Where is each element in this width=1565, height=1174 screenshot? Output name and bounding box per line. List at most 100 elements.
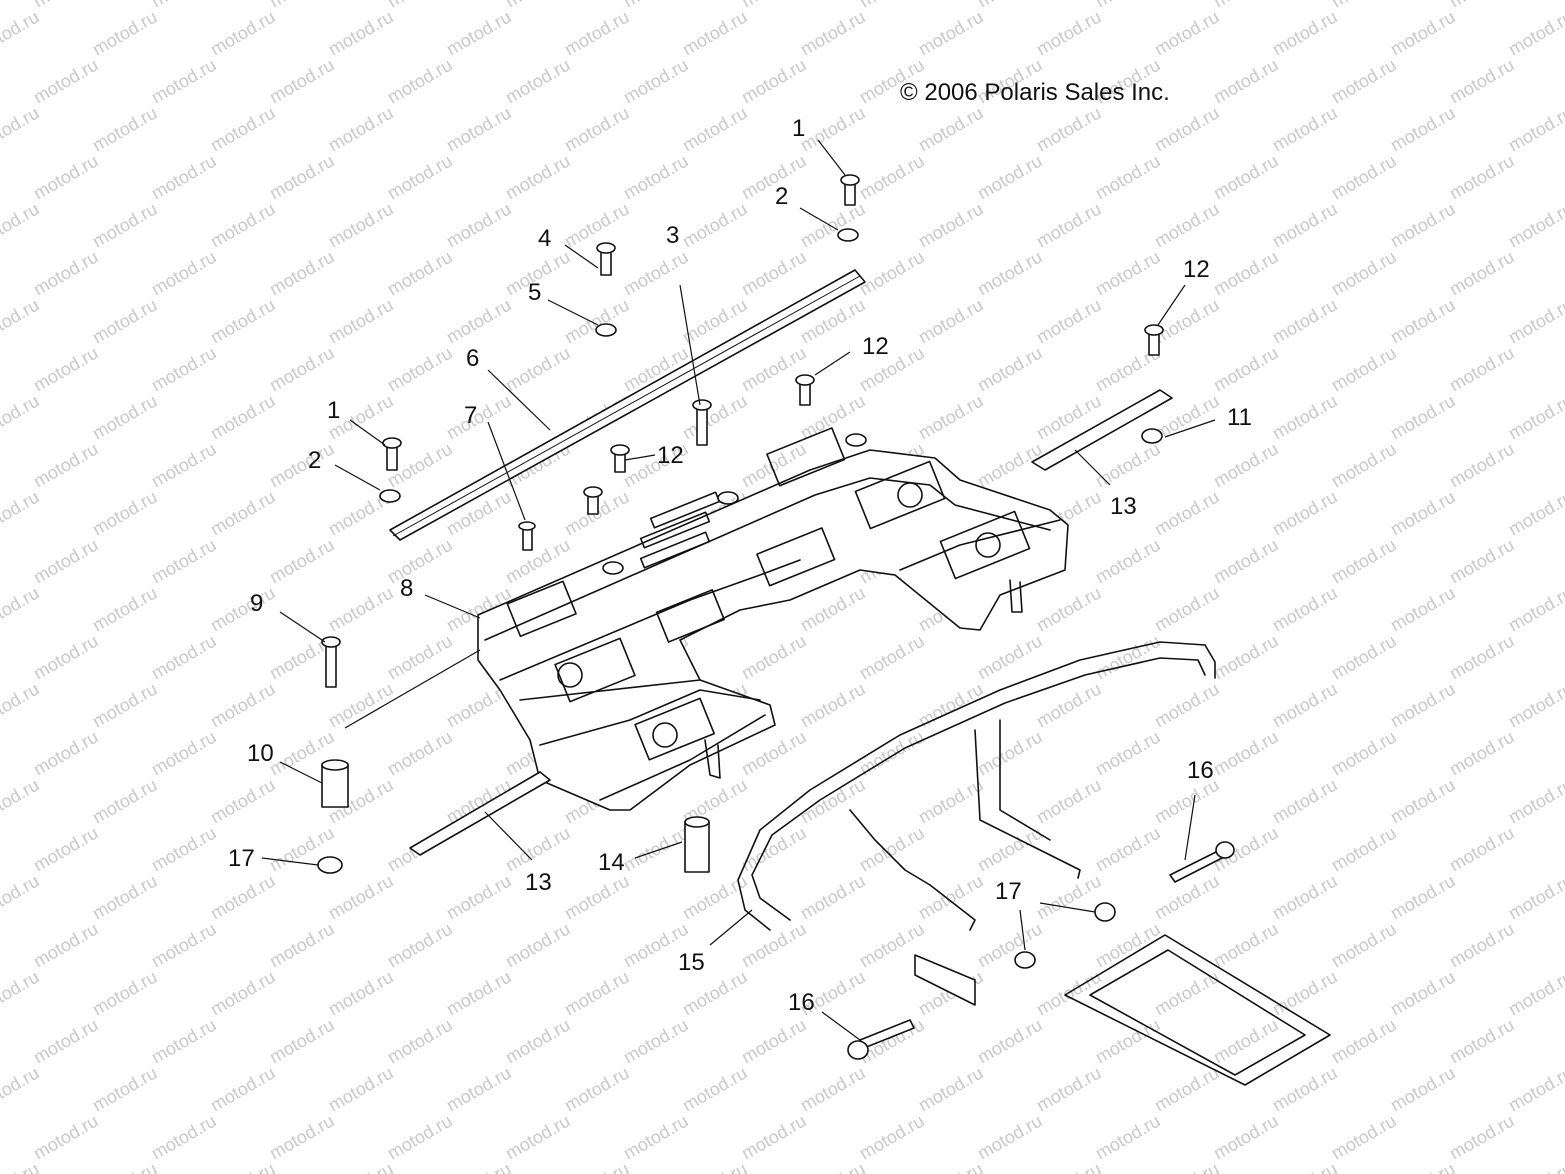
watermark-text-253: motod.ru — [1505, 679, 1565, 732]
bolt-part-12b — [795, 374, 815, 406]
watermark-text-137: motod.ru — [148, 343, 220, 396]
watermark-text-378: motod.ru — [266, 1111, 338, 1164]
watermark-text-302: motod.ru — [207, 871, 279, 924]
side-rail-part — [389, 269, 866, 541]
bolt-part-9 — [321, 636, 341, 688]
watermark-text-388: motod.ru — [1446, 1111, 1518, 1164]
callout-17a: 17 — [228, 845, 255, 872]
watermark-text-333: motod.ru — [325, 967, 397, 1020]
watermark-text-401: motod.ru — [1269, 1159, 1341, 1174]
bolt-part-1b — [382, 437, 402, 471]
watermark-text-325: motod.ru — [1092, 919, 1164, 972]
bolt-part-1a — [840, 174, 860, 206]
watermark-text-382: motod.ru — [738, 1111, 810, 1164]
bolt-part-12d — [583, 486, 603, 515]
watermark-text-129: motod.ru — [1033, 295, 1105, 348]
watermark-text-309: motod.ru — [1033, 871, 1105, 924]
watermark-text-166: motod.ru — [30, 439, 102, 492]
watermark-text-140: motod.ru — [502, 343, 574, 396]
watermark-text-207: motod.ru — [1328, 535, 1400, 588]
watermark-text-148: motod.ru — [1446, 343, 1518, 396]
watermark-text-303: motod.ru — [325, 871, 397, 924]
watermark-text-168: motod.ru — [266, 439, 338, 492]
callout-4: 4 — [538, 225, 551, 252]
watermark-text-85: motod.ru — [1092, 151, 1164, 204]
callout-11: 11 — [1227, 404, 1252, 431]
watermark-text-96: motod.ru — [679, 199, 751, 252]
spacer-part-14 — [684, 816, 710, 873]
watermark-text-357: motod.ru — [1328, 1015, 1400, 1068]
watermark-text-83: motod.ru — [856, 151, 928, 204]
watermark-text-237: motod.ru — [1328, 631, 1400, 684]
watermark-text-80: motod.ru — [502, 151, 574, 204]
watermark-text-283: motod.ru — [1505, 775, 1565, 828]
watermark-text-52: motod.ru — [738, 55, 810, 108]
bolt-part-12a — [1144, 324, 1164, 356]
watermark-text-349: motod.ru — [384, 1015, 456, 1068]
bolt-part-16b — [847, 1019, 915, 1060]
watermark-text-241: motod.ru — [89, 679, 161, 732]
watermark-text-399: motod.ru — [1033, 1159, 1105, 1174]
watermark-text-279: motod.ru — [1033, 775, 1105, 828]
washer-part-17c — [1014, 951, 1036, 969]
watermark-text-386: motod.ru — [1210, 1111, 1282, 1164]
watermark-text-205: motod.ru — [1092, 535, 1164, 588]
watermark-text-144: motod.ru — [974, 343, 1046, 396]
watermark-text-81: motod.ru — [620, 151, 692, 204]
watermark-text-371: motod.ru — [1269, 1063, 1341, 1116]
watermark-text-236: motod.ru — [1210, 631, 1282, 684]
watermark-text-308: motod.ru — [915, 871, 987, 924]
watermark-text-363: motod.ru — [325, 1063, 397, 1116]
watermark-text-98: motod.ru — [915, 199, 987, 252]
watermark-text-220: motod.ru — [1151, 583, 1223, 636]
watermark-text-381: motod.ru — [620, 1111, 692, 1164]
watermark-text-180: motod.ru — [0, 487, 43, 540]
watermark-text-350: motod.ru — [502, 1015, 574, 1068]
callout-7: 7 — [464, 402, 477, 429]
watermark-text-397: motod.ru — [797, 1159, 869, 1174]
watermark-text-335: motod.ru — [561, 967, 633, 1020]
watermark-text-211: motod.ru — [89, 583, 161, 636]
watermark-text-355: motod.ru — [1092, 1015, 1164, 1068]
watermark-text-178: motod.ru — [1446, 439, 1518, 492]
watermark-text-113: motod.ru — [856, 247, 928, 300]
watermark-text-175: motod.ru — [1092, 439, 1164, 492]
watermark-text-330: motod.ru — [0, 967, 43, 1020]
watermark-text-190: motod.ru — [1151, 487, 1223, 540]
watermark-text-93: motod.ru — [325, 199, 397, 252]
callout-1a: 1 — [792, 115, 805, 142]
watermark-text-123: motod.ru — [325, 295, 397, 348]
watermark-text-290: motod.ru — [502, 823, 574, 876]
callout-labels: 1 2 4 3 5 12 12 6 1 7 12 2 11 13 8 9 10 … — [228, 115, 1252, 1016]
washer-part-2a — [837, 228, 859, 242]
watermark-text-322: motod.ru — [738, 919, 810, 972]
watermark-text-291: motod.ru — [620, 823, 692, 876]
watermark-text-301: motod.ru — [89, 871, 161, 924]
watermark-text-128: motod.ru — [915, 295, 987, 348]
watermark-text-360: motod.ru — [0, 1063, 43, 1116]
watermark-text-181: motod.ru — [89, 487, 161, 540]
watermark-text-174: motod.ru — [974, 439, 1046, 492]
watermark-text-57: motod.ru — [1328, 55, 1400, 108]
watermark-text-36: motod.ru — [679, 7, 751, 60]
watermark-text-99: motod.ru — [1033, 199, 1105, 252]
watermark-text-132: motod.ru — [1387, 295, 1459, 348]
watermark-text-20: motod.ru — [502, 0, 574, 11]
watermark-text-377: motod.ru — [148, 1111, 220, 1164]
watermark-text-156: motod.ru — [679, 391, 751, 444]
watermark-text-366: motod.ru — [679, 1063, 751, 1116]
watermark-text-37: motod.ru — [797, 7, 869, 60]
watermark-text-50: motod.ru — [502, 55, 574, 108]
watermark-text-86: motod.ru — [1210, 151, 1282, 204]
watermark-text-133: motod.ru — [1505, 295, 1565, 348]
watermark-text-35: motod.ru — [561, 7, 633, 60]
watermark-text-271: motod.ru — [89, 775, 161, 828]
watermark-text-97: motod.ru — [797, 199, 869, 252]
watermark-text-154: motod.ru — [443, 391, 515, 444]
callout-1b: 1 — [327, 397, 340, 424]
watermark-text-71: motod.ru — [1269, 103, 1341, 156]
watermark-text-68: motod.ru — [915, 103, 987, 156]
watermark-text-62: motod.ru — [207, 103, 279, 156]
watermark-text-316: motod.ru — [30, 919, 102, 972]
watermark-text-197: motod.ru — [148, 535, 220, 588]
